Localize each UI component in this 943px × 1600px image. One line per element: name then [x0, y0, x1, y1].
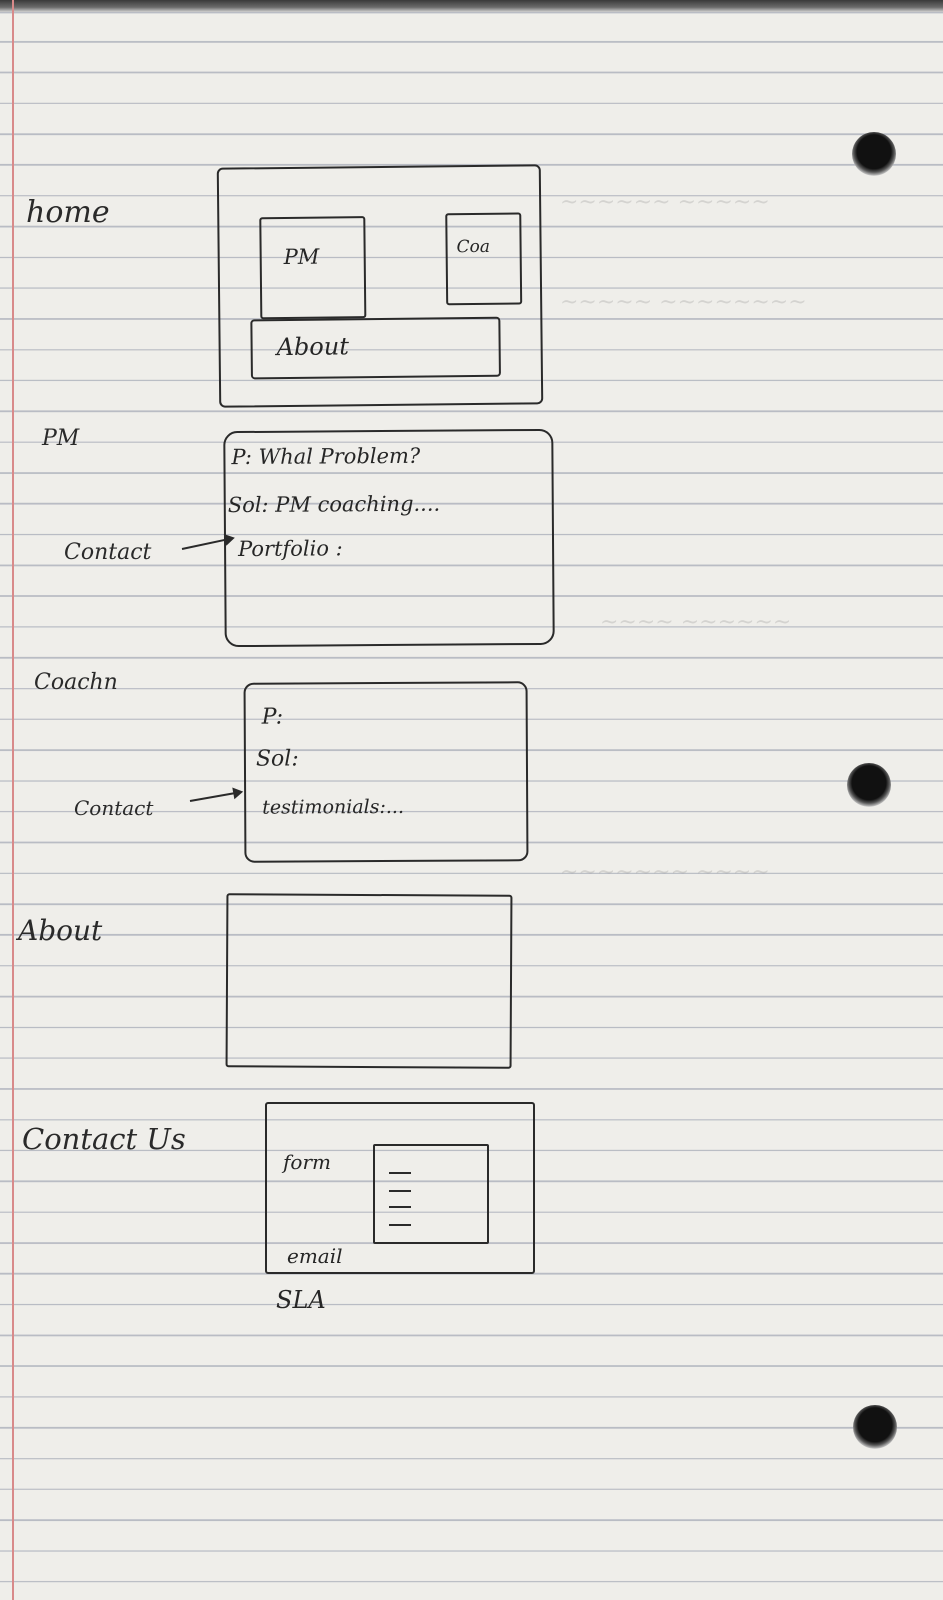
coaching-testimonials-text: testimonials:...: [262, 795, 405, 819]
pm-label: PM: [42, 426, 80, 451]
coaching-page-wireframe: P: Sol: testimonials:...: [243, 681, 529, 863]
pm-page-wireframe: P: Whal Problem? Sol: PM coaching.... Po…: [223, 428, 555, 648]
about-page-wireframe: [225, 893, 513, 1069]
pm-solution-text: Sol: PM coaching....: [227, 491, 441, 518]
pm-problem-text: P: Whal Problem?: [231, 443, 421, 470]
pm-card-label: PM: [283, 244, 320, 270]
form-field-line: [389, 1224, 411, 1226]
home-label: home: [26, 195, 110, 230]
pm-portfolio-text: Portfolio :: [237, 536, 343, 562]
form-label: form: [283, 1150, 331, 1174]
bleed-through-text: ~~~~~ ~~~~~~~~: [560, 290, 807, 315]
coaching-contact-note: Contact: [74, 796, 154, 820]
contact-page-wireframe: form email: [265, 1102, 535, 1274]
coaching-solution-text: Sol:: [255, 746, 299, 772]
bleed-through-text: ~~~~~~~ ~~~~: [560, 860, 770, 885]
about-card-label: About: [276, 332, 350, 362]
pm-contact-note: Contact: [64, 540, 152, 565]
pm-card: PM: [259, 216, 367, 320]
about-card: About: [250, 316, 501, 380]
home-wireframe: PM Coa About: [216, 164, 544, 408]
bleed-through-text: ~~~~ ~~~~~~: [600, 610, 792, 635]
coaching-problem-text: P:: [261, 704, 284, 730]
margin-line: [12, 0, 14, 1600]
form-field-line: [389, 1172, 411, 1174]
form-field-line: [389, 1190, 411, 1192]
coaching-label: Coachn: [34, 670, 118, 695]
punch-hole-top: [852, 132, 896, 176]
sla-label: SLA: [276, 1286, 326, 1314]
contact-form-sketch: [373, 1144, 489, 1244]
coaching-card-label: Coa: [456, 236, 491, 258]
coaching-contact-arrow: [189, 790, 242, 802]
photo-edge: [0, 0, 943, 12]
about-label: About: [18, 914, 103, 947]
punch-hole-middle: [847, 763, 891, 807]
bleed-through-text: ~~~~~~ ~~~~~: [560, 190, 770, 215]
form-field-line: [389, 1206, 411, 1208]
coaching-card: Coa: [445, 212, 523, 306]
email-label: email: [287, 1244, 343, 1268]
contact-us-label: Contact Us: [22, 1122, 186, 1156]
punch-hole-bottom: [853, 1405, 897, 1449]
